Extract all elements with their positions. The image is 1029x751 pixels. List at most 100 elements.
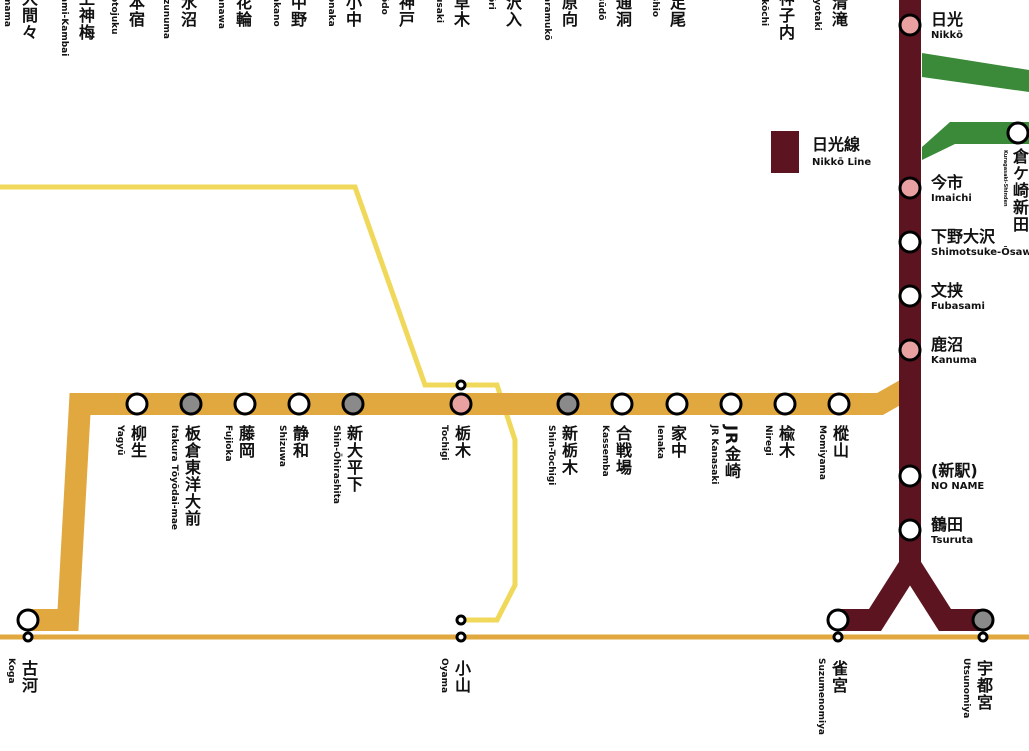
station-label-en: usaki	[434, 0, 444, 23]
legend-label-en: Nikkō Line	[812, 157, 872, 168]
station-marker	[898, 518, 922, 542]
nikko-line-branch-left	[838, 559, 920, 631]
station-label-en: Kuragasaki-Shinden	[1002, 150, 1008, 207]
station-marker-oyama-small	[455, 614, 467, 626]
station-marker	[898, 338, 922, 362]
station-marker	[556, 392, 580, 416]
station-label-en: Fujioka	[223, 425, 233, 462]
station-label-jp: 家中	[668, 425, 687, 459]
station-marker-suzumenomiya	[826, 608, 850, 632]
station-marker	[773, 392, 797, 416]
station-label-jp: 足尾	[667, 0, 686, 28]
tobu-main-line	[28, 377, 916, 631]
station-label-jp: 雀宮	[829, 660, 848, 694]
station-marker-oyama-small	[455, 379, 467, 391]
station-label-jp: 静和	[290, 425, 309, 459]
station-label-jp: 新大平下	[344, 425, 363, 493]
station-label-jp: 小山	[452, 660, 471, 694]
station-marker-koga	[16, 608, 40, 632]
station-label-en: Niregi	[763, 425, 773, 456]
station-marker	[719, 392, 743, 416]
station-label-jp: 楡木	[776, 425, 795, 459]
station-marker-small	[977, 631, 989, 643]
station-label-jp: 文挟	[931, 281, 964, 300]
station-label-en: ōdo	[379, 0, 389, 15]
station-label-jp: (新駅)	[931, 461, 978, 480]
station-marker	[898, 230, 922, 254]
nikko-line-branch-right	[900, 559, 983, 631]
station-label-jp: 栃木	[452, 425, 471, 459]
station-label-en: Ienaka	[655, 425, 665, 459]
station-marker	[179, 392, 203, 416]
station-label-en: Shin-Tochigi	[546, 425, 556, 486]
station-label-en: anawa	[216, 0, 226, 29]
station-label-en: NO NAME	[931, 481, 985, 492]
station-label-jp: 板倉東洋大前	[182, 425, 201, 527]
station-label-jp: 倉ケ崎新田	[1010, 148, 1029, 233]
station-marker-utsunomiya	[971, 608, 995, 632]
station-marker	[125, 392, 149, 416]
station-label-en: mama	[2, 0, 12, 27]
station-label-jp: 新栃木	[559, 425, 578, 476]
green-line-lower	[922, 122, 1029, 160]
station-marker	[449, 392, 473, 416]
station-label-jp: 小中	[343, 0, 362, 28]
station-label-jp: 花輪	[233, 0, 252, 28]
station-label-en: Nikkō	[931, 30, 963, 41]
station-label-jp: 神子内	[776, 0, 795, 41]
station-label-en: Imaichi	[931, 193, 972, 204]
station-label-en: ōri	[486, 0, 496, 10]
station-label-jp: 今市	[931, 173, 964, 192]
station-label-en: ikōchi	[759, 0, 769, 27]
station-label-en: sūdō	[596, 0, 606, 21]
station-marker	[341, 392, 365, 416]
station-marker-small	[832, 631, 844, 643]
station-label-en: Tochigi	[439, 425, 449, 461]
station-marker-small	[22, 631, 34, 643]
station-label-en: Shin-Ōhirashita	[331, 425, 341, 504]
station-label-jp: 藤岡	[236, 425, 255, 459]
station-marker	[233, 392, 257, 416]
station-label-en: Utsunomiya	[961, 658, 971, 719]
station-label-jp: 通洞	[613, 0, 632, 28]
station-marker	[1006, 121, 1029, 145]
station-label-en: Tsuruta	[931, 535, 974, 546]
station-label-jp: 大間々	[19, 0, 38, 41]
station-label-jp: 合戦場	[613, 425, 632, 476]
station-marker	[665, 392, 689, 416]
legend-nikko-line-swatch	[771, 131, 799, 173]
station-label-jp: 沢入	[503, 0, 522, 28]
station-label-en: JR Kanasaki	[709, 425, 719, 485]
station-label-en: Fubasami	[931, 301, 985, 312]
station-label-jp: 草木	[451, 0, 470, 28]
station-label-en: Itakura Tōyōdai-mae	[169, 425, 179, 531]
station-label-en: izunuma	[161, 0, 171, 39]
station-marker	[898, 284, 922, 308]
station-marker	[610, 392, 634, 416]
station-label-jp: 本宿	[126, 0, 145, 28]
station-label-jp: JR金崎	[722, 425, 741, 480]
station-label-en: Yagyū	[115, 425, 125, 456]
station-label-jp: 原向	[559, 0, 578, 28]
station-label-en: Kassemba	[600, 425, 610, 477]
station-label-en: Koga	[6, 658, 16, 684]
station-label-en: aramukō	[542, 0, 552, 41]
station-label-jp: 水沼	[178, 0, 197, 28]
station-label-jp: 鶴田	[931, 515, 964, 534]
station-label-en: Oyama	[439, 658, 449, 694]
legend-label-jp: 日光線	[812, 135, 861, 154]
green-line-upper	[922, 53, 1029, 92]
station-label-en: onaka	[326, 0, 336, 27]
station-label-en: Kanuma	[931, 355, 977, 366]
station-marker	[287, 392, 311, 416]
station-marker	[898, 176, 922, 200]
station-label-en: Shizuwa	[277, 425, 287, 468]
station-label-jp: 上神梅	[76, 0, 95, 41]
station-label-jp: 清滝	[829, 0, 848, 28]
station-marker	[898, 13, 922, 37]
station-label-en: Shimotsuke-Ōsawa	[931, 247, 1029, 258]
station-label-jp: 下野大沢	[931, 227, 996, 246]
station-label-jp: 神戸	[396, 0, 415, 28]
